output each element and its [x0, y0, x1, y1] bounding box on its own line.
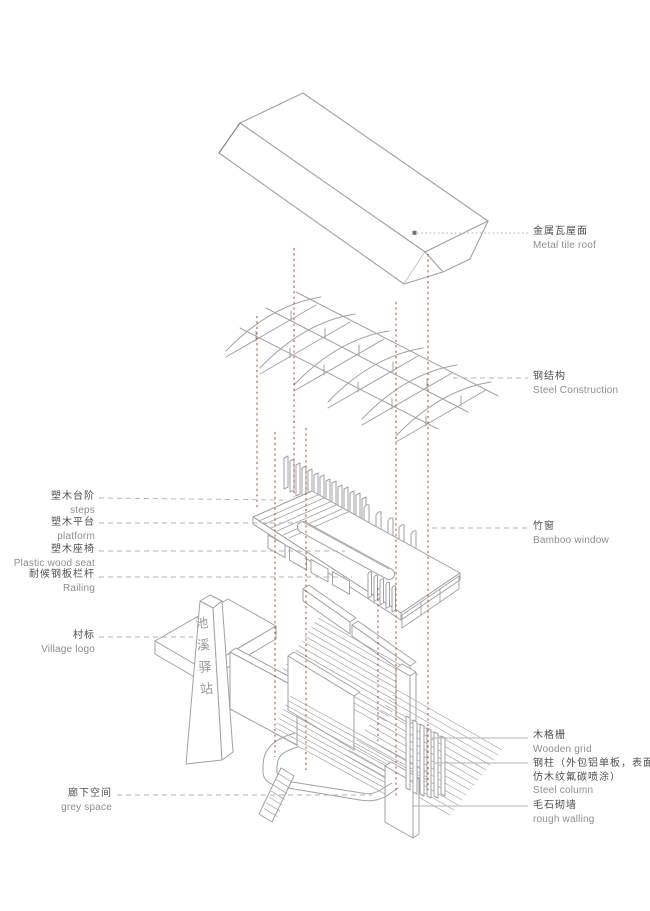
base-drawing: [154, 584, 503, 839]
label-en: Railing: [63, 582, 95, 594]
label-en: Steel Construction: [533, 384, 619, 396]
end-railing: [401, 575, 460, 629]
label-en: Village logo: [41, 643, 95, 655]
stairs: [258, 767, 295, 823]
label-grey-space: 廊下空间 grey space: [0, 787, 112, 814]
label-cn: 金属瓦屋面: [533, 226, 588, 237]
label-en: Plastic wood seat: [13, 557, 95, 569]
front-slats: [367, 571, 396, 613]
label-wooden-grid: 木格栅 Wooden grid: [533, 729, 592, 756]
label-en: platform: [57, 530, 95, 542]
projection-dashed-lines: [256, 248, 429, 798]
label-bamboo-window: 竹窗 Bamboo window: [533, 520, 609, 547]
label-en: Bamboo window: [533, 534, 609, 546]
bench-seat: [297, 521, 395, 580]
label-cn: 耐候钢板栏杆: [29, 569, 95, 580]
roof-drawing: [218, 92, 489, 285]
label-cn: 村标: [73, 630, 95, 641]
label-cn: 塑木座椅: [51, 544, 95, 555]
label-railing: 耐候钢板栏杆 Railing: [0, 568, 95, 595]
platform-drawing: [252, 455, 461, 629]
label-en: Metal tile roof: [533, 239, 597, 251]
label-cn: 竹窗: [533, 521, 555, 532]
label-rough-walling: 毛石砌墙 rough walling: [533, 799, 595, 826]
label-cn: 廊下空间: [68, 788, 112, 799]
label-cn: 塑木台阶: [51, 491, 95, 502]
label-metal-tile-roof: 金属瓦屋面 Metal tile roof: [533, 225, 596, 252]
label-steel-construction: 钢结构 Steel Construction: [533, 370, 618, 397]
wooden-grid-slats: [405, 715, 446, 799]
leader-lines: [98, 230, 528, 807]
label-village-logo: 村标 Village logo: [0, 629, 95, 656]
label-en: Wooden grid: [533, 743, 592, 755]
label-en: grey space: [61, 801, 112, 813]
label-platform: 塑木平台 platform: [0, 516, 95, 543]
label-plastic-wood-seat: 塑木座椅 Plastic wood seat: [0, 543, 95, 570]
label-en: steps: [70, 504, 95, 516]
village-logo-obelisk: [185, 594, 234, 765]
label-cn: 木格栅: [533, 730, 566, 741]
steel-structure-drawing: [225, 291, 499, 443]
label-cn-line2: 仿木纹氟碳喷涂）: [533, 771, 621, 783]
label-en: Steel column: [533, 785, 594, 796]
label-steel-column: 钢柱（外包铝单板，表面 仿木纹氟碳喷涂） Steel column: [533, 757, 650, 798]
label-cn: 钢柱（外包铝单板，表面: [533, 758, 650, 769]
label-cn: 毛石砌墙: [533, 800, 577, 811]
label-cn: 钢结构: [533, 371, 566, 382]
label-cn: 塑木平台: [51, 517, 95, 528]
label-en: rough walling: [533, 813, 595, 825]
label-steps: 塑木台阶 steps: [0, 490, 95, 517]
